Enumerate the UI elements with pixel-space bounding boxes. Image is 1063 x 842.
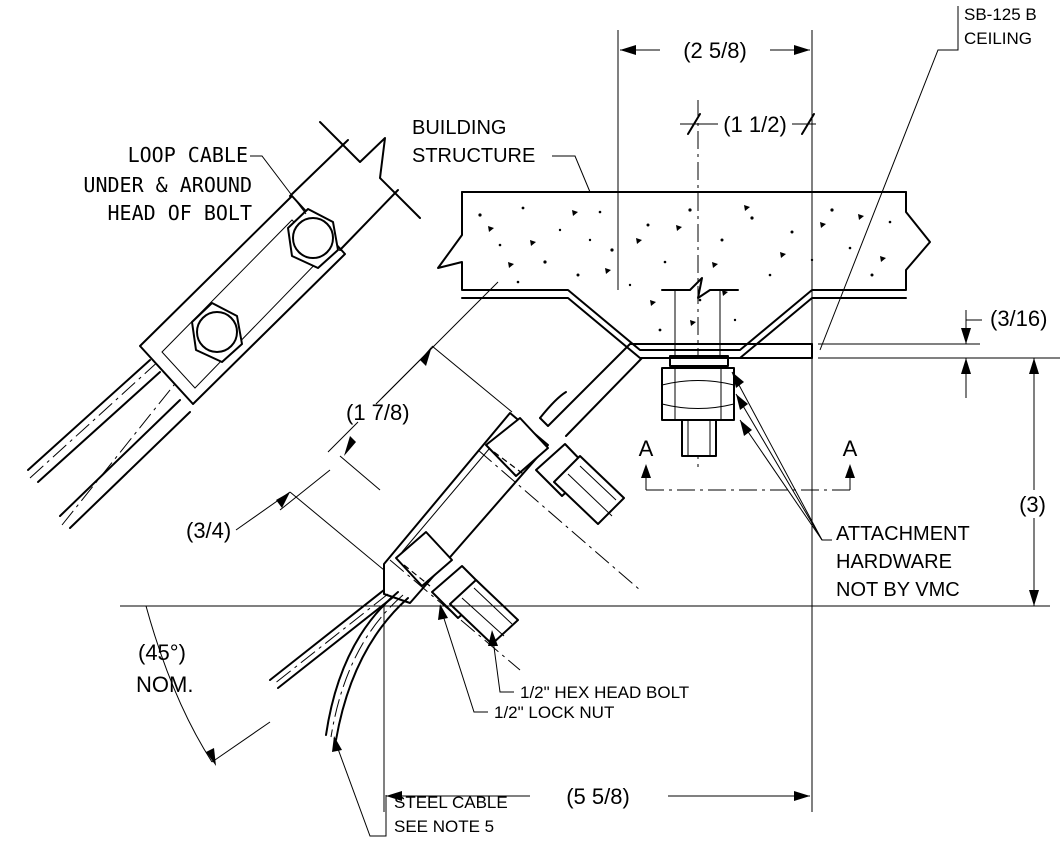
angle-text: (45°) (138, 640, 186, 665)
dim-overall-width (386, 791, 810, 801)
bolt-head-lower (196, 311, 238, 353)
loop-cable-label-1: LOOP CABLE (128, 143, 248, 167)
clip-label-1: SB-125 B (964, 5, 1037, 24)
cable-line-3 (59, 399, 181, 517)
bracket-edge-2 (339, 189, 399, 251)
slab-outline (437, 191, 931, 351)
clip-callout-leader (819, 6, 959, 351)
bolt-head-upper (292, 217, 334, 259)
attachment-label-2: HARDWARE (836, 551, 952, 573)
section-label-right: A (843, 436, 858, 461)
steel-cables (269, 589, 409, 741)
hex-bolt-label: 1/2" HEX HEAD BOLT (520, 683, 689, 702)
dim-height (1029, 358, 1039, 606)
bracket-edge-1 (289, 139, 349, 197)
dim-plate-thickness-text: (3/16) (990, 306, 1047, 331)
dim-angle (145, 605, 271, 766)
loop-cable-leader (250, 155, 307, 215)
building-structure-label-2: STRUCTURE (412, 145, 535, 167)
bolt-centerline-upper (477, 449, 641, 591)
angled-bracket-assembly (383, 391, 641, 671)
lock-nut-label: 1/2" LOCK NUT (494, 703, 614, 722)
upper-bolt-head (485, 417, 549, 477)
lock-nut-leader (439, 605, 488, 713)
dim-diagonal-length-text: (1 7/8) (346, 400, 410, 425)
dim-top-width-text: (2 5/8) (683, 38, 747, 63)
lower-bolt-shank (449, 579, 519, 645)
steel-cable-label-2: SEE NOTE 5 (394, 817, 494, 836)
steel-cable-leader (333, 737, 387, 837)
cable-line-1 (27, 359, 151, 471)
building-structure-slab (437, 191, 931, 359)
cable-loop-detail-view (27, 121, 421, 529)
dim-bolt-width (680, 113, 816, 135)
clip-plate-top-edge (539, 343, 813, 427)
cable-straight-2 (277, 597, 393, 689)
building-structure-label-1: BUILDING (412, 117, 506, 139)
attachment-label-1: ATTACHMENT (836, 523, 970, 545)
loop-cable-label-3: HEAD OF BOLT (108, 201, 253, 225)
anchor-break-line (661, 277, 739, 299)
upper-bolt-shank (553, 455, 625, 525)
clip-label-2: CEILING (964, 29, 1032, 48)
attachment-label-3: NOT BY VMC (836, 579, 960, 601)
dim-diagonal-offset (235, 469, 385, 571)
cable-straight-1 (269, 589, 385, 681)
plate-bend (539, 391, 567, 419)
attachment-leaders (731, 371, 832, 541)
hex-bolt-leader (491, 631, 514, 693)
cable-straight-center (273, 593, 389, 685)
loop-cable-label-2: UNDER & AROUND (83, 173, 252, 197)
lower-bolt-head (395, 531, 453, 587)
dim-diagonal-length (327, 281, 513, 491)
dim-top-width (620, 45, 810, 55)
dim-plate-thickness (961, 310, 982, 398)
dim-overall-width-text: (5 5/8) (566, 784, 630, 809)
angle-nom-text: NOM. (136, 672, 193, 697)
dim-diagonal-offset-text: (3/4) (186, 518, 231, 543)
steel-cable-label-1: STEEL CABLE (394, 793, 508, 812)
dim-bolt-width-text: (1 1/2) (723, 112, 787, 137)
section-label-left: A (639, 436, 654, 461)
building-structure-leader (552, 155, 591, 193)
cable-line-2 (37, 371, 161, 483)
threaded-rod-end (681, 419, 717, 457)
clip-plate-bottom-edge (565, 357, 813, 437)
cable-curved-2 (335, 597, 409, 741)
dim-height-text: (3) (1019, 492, 1046, 517)
cable-curved-center (330, 594, 404, 738)
cable-line-4 (69, 411, 191, 529)
cable-curved-1 (325, 591, 399, 736)
section-cut-line (641, 464, 855, 491)
washer (669, 355, 729, 367)
anchor-bolt-assembly (661, 100, 739, 470)
break-line-detail (319, 121, 421, 219)
hex-nut (661, 367, 735, 421)
concrete-speckle (478, 205, 892, 332)
